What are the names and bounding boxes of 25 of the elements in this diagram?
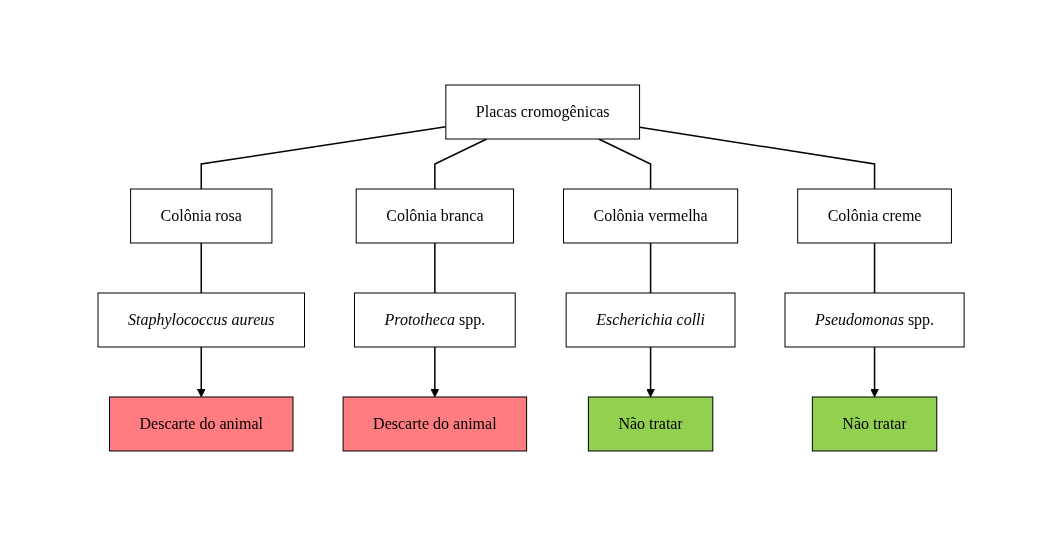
node-box: Colônia creme: [797, 188, 952, 243]
connector: [597, 137, 652, 190]
arrow: [646, 345, 655, 397]
connector: [638, 125, 876, 190]
connector: [200, 241, 202, 294]
arrow: [196, 345, 206, 397]
arrow: [430, 345, 440, 397]
connector: [200, 125, 447, 190]
connector: [434, 137, 488, 190]
node-box: Descarte do animal: [342, 396, 527, 451]
node-box: Colônia branca: [355, 188, 514, 243]
node-box: Não tratar: [811, 396, 938, 451]
arrow: [870, 345, 879, 397]
node-box: Descarte do animal: [108, 396, 294, 451]
connector: [649, 241, 652, 294]
connector: [434, 241, 436, 294]
node-box: Colônia rosa: [130, 188, 273, 243]
connector: [873, 241, 876, 294]
node-box: Escherichia colli: [565, 292, 736, 347]
node-box: Placas cromogênicas: [445, 84, 640, 139]
node-box: Prototheca spp.: [353, 292, 516, 347]
node-box: Não tratar: [587, 396, 714, 451]
node-box: Pseudomonas spp.: [784, 292, 965, 347]
node-box: Colônia vermelha: [562, 188, 739, 243]
node-box: Staphylococcus aureus: [97, 292, 305, 347]
